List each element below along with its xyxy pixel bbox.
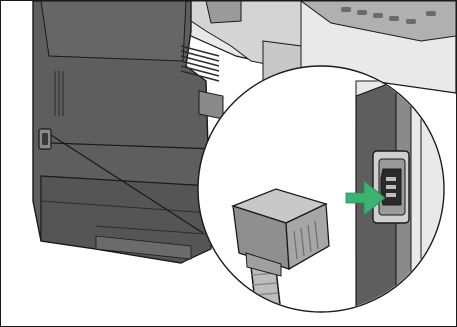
ac-inlet-icon <box>373 151 409 223</box>
magnifier-callout <box>198 66 456 326</box>
